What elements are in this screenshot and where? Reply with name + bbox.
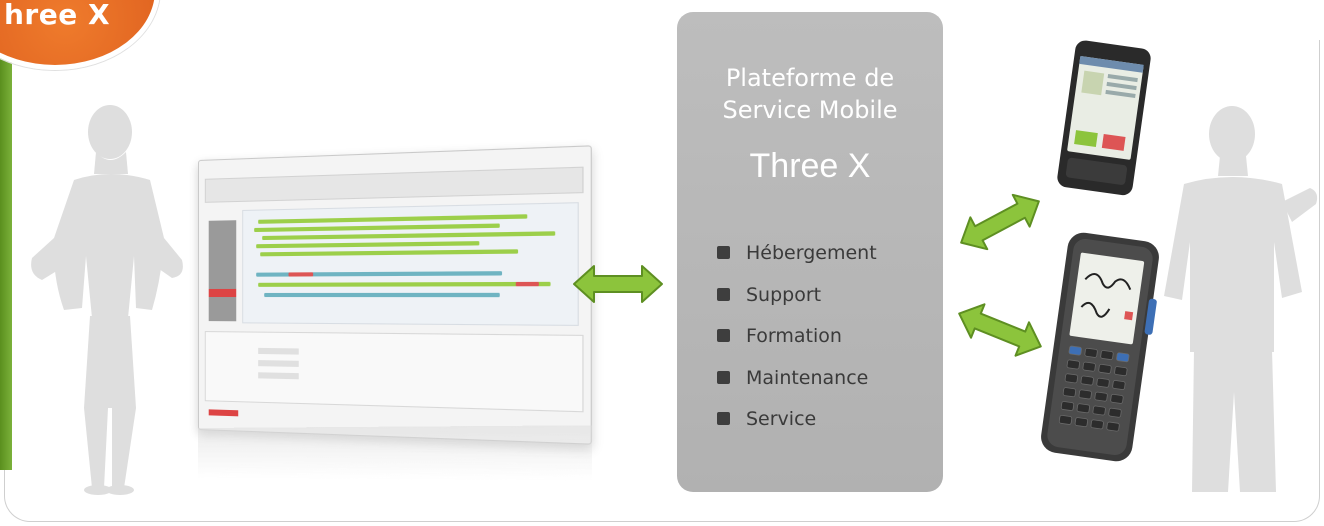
- platform-title-line1: Plateforme de: [725, 64, 895, 92]
- schedule-bar: [258, 281, 551, 287]
- bullet-icon: [717, 370, 730, 384]
- platform-title-line2: Service Mobile: [722, 96, 898, 124]
- double-arrow-icon: [960, 193, 1040, 251]
- bullet-icon: [717, 329, 730, 342]
- app-form-field: [258, 347, 299, 355]
- app-footer-logo: [208, 409, 239, 417]
- bullet-icon: [717, 287, 730, 301]
- app-form-field: [258, 372, 299, 380]
- businesswoman-silhouette-icon: [31, 105, 183, 495]
- service-item: Formation: [717, 323, 937, 365]
- worker-silhouette-icon: [1164, 106, 1318, 492]
- service-item: Support: [717, 282, 937, 324]
- app-sidebar: [208, 220, 237, 322]
- service-list: Hébergement Support Formation Maintenanc…: [717, 240, 937, 440]
- app-form-field: [258, 360, 299, 367]
- bullet-icon: [717, 412, 730, 425]
- schedule-bar: [264, 292, 500, 298]
- service-item: Service: [717, 406, 937, 448]
- green-side-bar: [0, 40, 12, 470]
- service-label: Formation: [746, 325, 842, 347]
- service-label: Maintenance: [746, 366, 869, 389]
- app-sidebar-red-button: [208, 288, 237, 298]
- service-label: Hébergement: [746, 242, 877, 264]
- double-arrow-icon: [573, 265, 663, 303]
- service-item: Hébergement: [717, 240, 937, 282]
- badge-label: hree X: [4, 0, 111, 31]
- schedule-bar: [515, 281, 539, 287]
- platform-title: Plateforme de Service Mobile: [677, 62, 943, 132]
- schedule-bar: [288, 272, 314, 277]
- screenshot-reflection: [198, 425, 592, 481]
- web-app-screenshot: [198, 145, 592, 445]
- service-label: Support: [746, 283, 822, 306]
- rugged-handheld-icon: [1041, 232, 1159, 462]
- double-arrow-icon: [958, 303, 1042, 357]
- bullet-icon: [717, 246, 730, 259]
- platform-panel: Plateforme de Service Mobile Three X Héb…: [677, 12, 943, 492]
- smartphone-icon: [1057, 40, 1151, 196]
- service-item: Maintenance: [717, 365, 937, 407]
- service-label: Service: [746, 408, 817, 430]
- app-title-bar: [209, 164, 289, 177]
- platform-brand: Three X: [749, 147, 871, 185]
